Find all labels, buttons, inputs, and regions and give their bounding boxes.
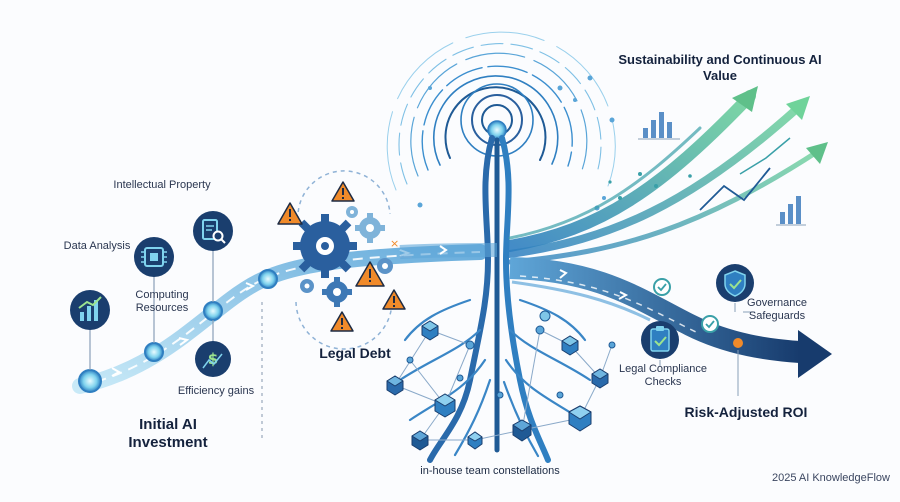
warning-triangle-icon [382, 289, 406, 310]
clipboard-check-icon [641, 321, 679, 359]
label-legal-compliance-checks: Legal Compliance Checks [618, 363, 708, 389]
warning-triangle-icon [331, 181, 355, 202]
warning-triangle-icon [277, 202, 303, 225]
warning-triangle-icon [355, 261, 385, 287]
gear-icon [293, 214, 357, 278]
label-efficiency-gains: Efficiency gains [177, 385, 255, 397]
roi-arrow [509, 257, 832, 378]
svg-text:×: × [390, 237, 399, 250]
checkpoint-dot [733, 338, 743, 348]
gear-icon [377, 258, 393, 274]
gear-icon [346, 206, 358, 218]
tree-roots [398, 298, 592, 458]
tree-trunk [427, 135, 551, 463]
bar-chart-icon [70, 290, 110, 330]
label-data-analysis: Data Analysis [63, 240, 131, 252]
investment-path [72, 244, 488, 394]
cube-node [386, 320, 609, 451]
signal-rings [386, 31, 616, 191]
checkpoint-node [653, 278, 671, 296]
gear-icon [322, 277, 352, 307]
checkpoint-node [701, 315, 719, 333]
label-computing-resources: Computing Resources [135, 289, 189, 315]
growth-arrows [504, 90, 823, 265]
label-intellectual-property: Intellectual Property [113, 179, 211, 191]
credit-text: 2025 AI KnowledgeFlow [771, 472, 890, 484]
label-risk-adjusted-roi: Risk-Adjusted ROI [684, 404, 808, 420]
label-legal-debt: Legal Debt [319, 345, 391, 361]
warning-triangle-icon [330, 311, 354, 332]
label-sustainability: Sustainability and Continuous AI Value [618, 52, 822, 83]
document-search-icon [193, 211, 233, 251]
label-team-constellations: in-house team constellations [420, 465, 560, 477]
bar-chart-decoration [643, 112, 801, 224]
svg-text:$: $ [208, 350, 218, 368]
shield-check-icon [716, 264, 754, 302]
label-governance-safeguards: Governance Safeguards [747, 297, 807, 323]
label-initial-ai-investment: Initial AI Investment [128, 416, 208, 451]
microchip-icon [134, 237, 174, 277]
dollar-growth-icon: $ [195, 341, 231, 377]
gear-icon [300, 279, 314, 293]
gear-icon [355, 213, 385, 243]
network-dot [406, 310, 616, 399]
